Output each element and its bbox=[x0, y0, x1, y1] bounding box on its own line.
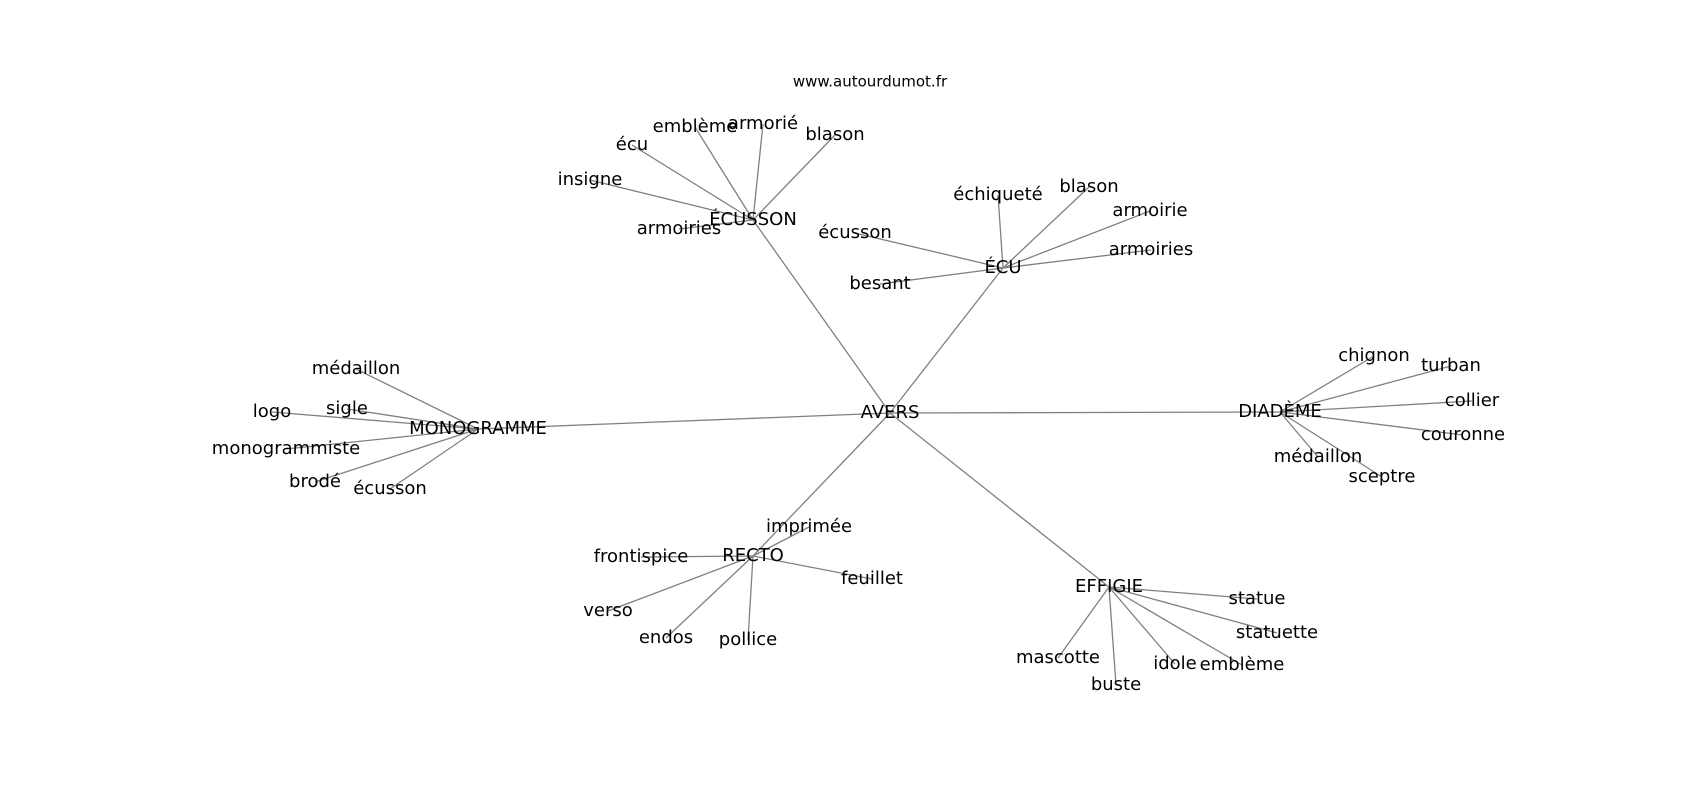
hub-node-diademe[interactable]: DIADÈME bbox=[1238, 400, 1322, 422]
leaf-node-sceptre[interactable]: sceptre bbox=[1349, 466, 1416, 487]
leaf-node-statue[interactable]: statue bbox=[1228, 588, 1285, 609]
source-watermark: www.autourdumot.fr bbox=[793, 73, 948, 91]
edge-recto-imprimee bbox=[752, 526, 810, 557]
hub-node-effigie[interactable]: EFFIGIE bbox=[1075, 576, 1143, 597]
edge-effigie-statuette bbox=[1108, 586, 1278, 634]
edge-monogramme-sigle bbox=[346, 408, 479, 430]
edge-recto-verso bbox=[607, 555, 754, 612]
edge-monogramme-monogrammiste bbox=[285, 428, 479, 450]
edge-avers-monogramme bbox=[477, 412, 891, 430]
leaf-node-verso[interactable]: verso bbox=[583, 600, 633, 621]
leaf-node-turban[interactable]: turban bbox=[1421, 355, 1481, 376]
edge-recto-feuillet bbox=[752, 555, 873, 580]
edge-recto-frontispice bbox=[640, 555, 754, 558]
leaf-node-chignon[interactable]: chignon bbox=[1338, 345, 1410, 366]
edge-effigie-embleme bbox=[1108, 586, 1243, 666]
edge-diademe-chignon bbox=[1279, 355, 1375, 413]
leaf-node-mascotte[interactable]: mascotte bbox=[1016, 647, 1100, 668]
edge-ecu-armoirie bbox=[1002, 210, 1151, 269]
edge-ecusson-blason bbox=[752, 134, 836, 221]
hub-node-ecu[interactable]: ÉCU bbox=[984, 256, 1021, 278]
hub-node-ecusson[interactable]: ÉCUSSON bbox=[709, 208, 797, 230]
leaf-node-blason[interactable]: blason bbox=[1059, 176, 1118, 197]
edge-ecusson-armoiries bbox=[678, 219, 754, 230]
leaf-node-buste[interactable]: buste bbox=[1091, 674, 1141, 695]
leaf-node-armoiries[interactable]: armoiries bbox=[637, 218, 722, 239]
edge-monogramme-logo bbox=[271, 411, 479, 430]
leaf-node-pollice[interactable]: pollice bbox=[719, 629, 777, 650]
edge-ecu-armoiries bbox=[1002, 249, 1152, 269]
leaf-node-blason[interactable]: blason bbox=[805, 124, 864, 145]
leaf-node-feuillet[interactable]: feuillet bbox=[841, 568, 903, 589]
edge-ecu-echiquete bbox=[997, 194, 1004, 269]
edge-effigie-statue bbox=[1108, 586, 1258, 600]
leaf-node-couronne[interactable]: couronne bbox=[1421, 424, 1505, 445]
leaf-node-embleme[interactable]: emblème bbox=[653, 116, 738, 137]
leaf-node-sigle[interactable]: sigle bbox=[326, 398, 368, 419]
hub-node-monogramme[interactable]: MONOGRAMME bbox=[409, 418, 547, 439]
leaf-node-insigne[interactable]: insigne bbox=[558, 169, 623, 190]
edge-avers-recto bbox=[752, 412, 891, 557]
edge-diademe-turban bbox=[1279, 365, 1452, 413]
edge-diademe-collier bbox=[1279, 400, 1473, 413]
leaf-node-medaillon[interactable]: médaillon bbox=[312, 358, 401, 379]
edge-diademe-couronne bbox=[1279, 411, 1464, 436]
leaf-node-armoiries[interactable]: armoiries bbox=[1109, 239, 1194, 260]
leaf-node-monogrammiste[interactable]: monogrammiste bbox=[212, 438, 360, 459]
leaf-node-logo[interactable]: logo bbox=[253, 401, 291, 422]
edge-recto-endos bbox=[665, 555, 754, 639]
leaf-node-statuette[interactable]: statuette bbox=[1236, 622, 1318, 643]
edge-effigie-mascotte bbox=[1057, 586, 1110, 659]
edge-ecu-blason bbox=[1002, 186, 1090, 269]
hub-node-recto[interactable]: RECTO bbox=[722, 545, 784, 566]
leaf-node-ecusson[interactable]: écusson bbox=[818, 222, 892, 243]
leaf-node-frontispice[interactable]: frontispice bbox=[594, 546, 689, 567]
edge-monogramme-brode bbox=[314, 428, 479, 483]
edge-ecusson-ecu bbox=[631, 144, 754, 221]
leaf-node-brode[interactable]: brodé bbox=[289, 471, 341, 492]
edge-avers-effigie bbox=[889, 412, 1110, 588]
edge-ecusson-armorie bbox=[752, 123, 764, 221]
graph-edges bbox=[271, 123, 1473, 686]
edge-ecu-besant bbox=[879, 267, 1004, 285]
edge-ecusson-insigne bbox=[589, 179, 754, 221]
leaf-node-ecu[interactable]: écu bbox=[616, 134, 648, 155]
edge-ecu-ecusson bbox=[854, 232, 1004, 269]
leaf-node-besant[interactable]: besant bbox=[849, 273, 910, 294]
edge-recto-pollice bbox=[747, 555, 754, 641]
edge-effigie-idole bbox=[1108, 586, 1176, 665]
leaf-node-collier[interactable]: collier bbox=[1445, 390, 1500, 411]
edge-avers-ecusson bbox=[752, 219, 891, 414]
edge-monogramme-ecusson bbox=[389, 428, 479, 490]
graph-labels: www.autourdumot.fr AVERS insigneécuemblè… bbox=[212, 73, 1505, 696]
center-node-avers[interactable]: AVERS bbox=[861, 402, 920, 423]
leaf-node-armoirie[interactable]: armoirie bbox=[1112, 200, 1187, 221]
edge-avers-ecu bbox=[889, 267, 1004, 414]
leaf-node-ecusson[interactable]: écusson bbox=[353, 478, 427, 499]
leaf-node-embleme[interactable]: emblème bbox=[1200, 654, 1285, 675]
edge-ecusson-embleme bbox=[694, 126, 754, 221]
leaf-node-idole[interactable]: idole bbox=[1153, 653, 1197, 674]
leaf-node-endos[interactable]: endos bbox=[639, 627, 693, 648]
edge-effigie-buste bbox=[1108, 586, 1117, 686]
leaf-node-armorie[interactable]: armorié bbox=[728, 113, 798, 134]
edge-diademe-medaillon bbox=[1279, 411, 1319, 458]
edge-avers-diademe bbox=[889, 411, 1281, 414]
leaf-node-imprimee[interactable]: imprimée bbox=[766, 516, 852, 537]
leaf-node-medaillon[interactable]: médaillon bbox=[1274, 446, 1363, 467]
edge-diademe-sceptre bbox=[1279, 411, 1383, 478]
leaf-node-echiquete[interactable]: échiqueté bbox=[953, 184, 1042, 205]
edge-monogramme-medaillon bbox=[355, 368, 479, 430]
